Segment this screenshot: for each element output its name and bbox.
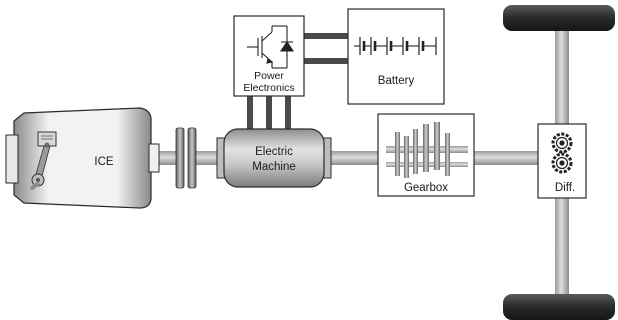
battery-cells-icon <box>354 37 437 55</box>
cable-pe-machine-3 <box>285 94 291 132</box>
engine-output-flange <box>148 143 160 173</box>
battery: Battery <box>347 8 445 105</box>
drive-shafts <box>150 30 569 296</box>
clutch-disc-1 <box>175 127 185 189</box>
engine-block <box>13 107 152 209</box>
diff-label: Diff. <box>555 182 575 194</box>
hv-cables <box>247 33 350 132</box>
axle-top <box>555 30 569 126</box>
wheel-bottom <box>503 294 615 320</box>
cable-pe-machine-1 <box>247 94 253 132</box>
clutch-disc-2 <box>187 127 197 189</box>
engine-side-cap <box>5 134 19 184</box>
machine-body <box>223 128 325 188</box>
battery-box <box>347 8 445 105</box>
axle-bottom <box>555 198 569 296</box>
ice-engine: ICE <box>5 107 160 209</box>
shaft-machine-gearbox <box>330 151 378 165</box>
wheel-top <box>503 5 615 31</box>
machine-label-line1: Electric <box>255 146 293 158</box>
cable-pe-battery-2 <box>304 58 350 64</box>
gearbox-label: Gearbox <box>404 182 448 194</box>
gearbox: Gearbox <box>377 113 475 197</box>
differential: Diff. <box>537 123 587 199</box>
gears-icon <box>551 132 573 174</box>
cable-pe-machine-2 <box>266 94 272 132</box>
cable-pe-battery-1 <box>304 33 350 39</box>
battery-label: Battery <box>378 75 415 87</box>
machine-label-line2: Machine <box>252 161 295 173</box>
ice-label: ICE <box>94 156 114 168</box>
piston-crank-icon <box>29 131 57 191</box>
gear-set-icon <box>386 122 468 178</box>
power-electronics-label-line2: Electronics <box>243 82 294 94</box>
power-electronics-label-line1: Power <box>254 70 284 82</box>
rear-wheels <box>503 5 615 320</box>
power-electronics: Power Electronics <box>233 15 305 97</box>
igbt-diode-icon <box>247 25 295 69</box>
electric-machine: Electric Machine <box>216 128 332 188</box>
power-electronics-box <box>233 15 305 97</box>
clutch <box>175 127 197 189</box>
shaft-gearbox-diff <box>474 151 538 165</box>
